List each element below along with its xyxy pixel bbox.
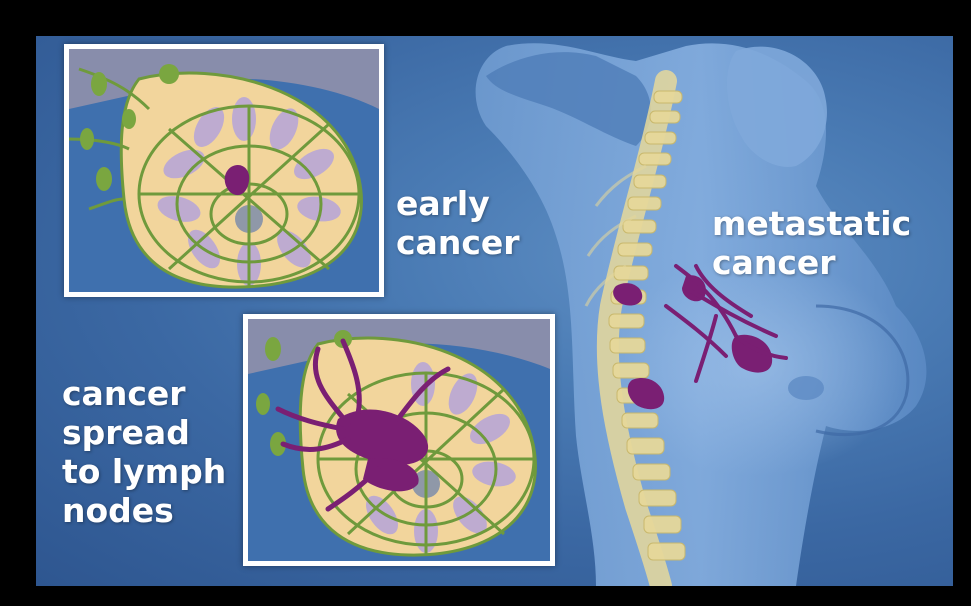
metastatic-cancer-label-line2: cancer bbox=[712, 243, 911, 282]
metastatic-cancer-label-line1: metastatic bbox=[712, 204, 911, 243]
early-cancer-label-line2: cancer bbox=[396, 223, 520, 262]
early-cancer-inset bbox=[64, 44, 384, 297]
lymph-spread-label-line1: cancer bbox=[62, 374, 226, 413]
breast-lymph-spread-icon bbox=[248, 319, 550, 561]
lymph-spread-inset bbox=[243, 314, 555, 566]
early-cancer-label: early cancer bbox=[396, 184, 520, 262]
breast-cross-section-icon bbox=[69, 49, 379, 292]
lymph-spread-label-line3: to lymph bbox=[62, 452, 226, 491]
lymph-spread-label: cancer spread to lymph nodes bbox=[62, 374, 226, 530]
illustration-frame: early cancer metastatic cancer cancer sp… bbox=[36, 36, 953, 586]
metastatic-cancer-label: metastatic cancer bbox=[712, 204, 911, 282]
lymph-spread-label-line2: spread bbox=[62, 413, 226, 452]
lymph-spread-label-line4: nodes bbox=[62, 491, 226, 530]
early-cancer-label-line1: early bbox=[396, 184, 520, 223]
